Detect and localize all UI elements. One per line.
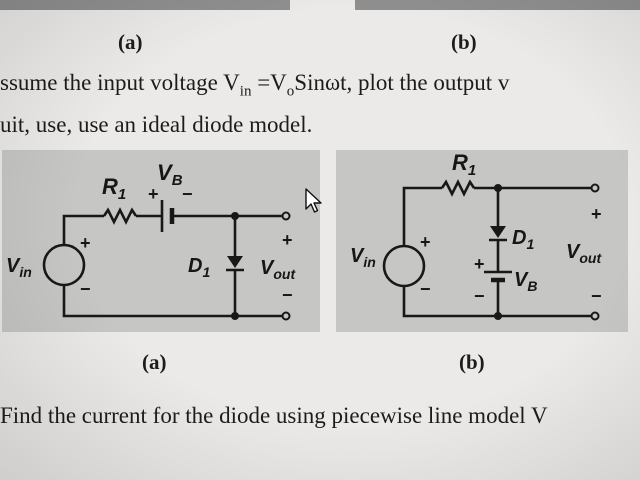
circuit-a-diagram: VB R1 + − + − Vin D1 + Vout − (6, 160, 296, 321)
line1-suffix: Sinωt, plot the output v (294, 70, 510, 95)
circuit-a-vin-label: Vin (6, 255, 32, 280)
caption-bottom-b: (b) (459, 350, 485, 374)
circuit-b-vb-plus: + (474, 254, 485, 274)
circuit-b-node-bottom (494, 312, 502, 320)
circuit-a-figure: VB R1 + − + − Vin D1 + Vout − (2, 150, 320, 332)
circuit-b-vout-label: Vout (566, 241, 602, 266)
circuit-a-vin-source (42, 243, 86, 287)
circuit-a-bottom-wire (62, 285, 283, 318)
caption-top-a: (a) (118, 30, 143, 54)
circuit-a-d1-diode-body (227, 256, 243, 268)
circuit-a-r1-label: R1 (102, 174, 126, 203)
circuit-b-vin-label: Vin (350, 245, 376, 270)
circuit-a-node-bottom (231, 312, 239, 320)
circuit-b-vb-label: VB (514, 269, 537, 294)
circuit-b-terminal-bottom (590, 311, 600, 321)
previous-figure-b-edge (355, 0, 640, 10)
circuit-b-diagram: R1 + − Vin D1 + − VB + Vout − (350, 150, 602, 321)
circuit-b-vin-plus: + (420, 232, 431, 252)
line1-sub-o: o (286, 83, 295, 100)
circuit-a-d1-label: D1 (188, 255, 210, 280)
caption-top-b: (b) (451, 30, 477, 54)
circuit-b-vout-plus: + (591, 204, 602, 224)
circuit-b-bottom-wire (402, 286, 592, 318)
circuit-a-vout-minus: − (282, 285, 293, 305)
circuit-a-vin-minus: − (80, 279, 91, 299)
paragraph-line-1: ssume the input voltage Vin =VoSinωt, pl… (0, 70, 509, 101)
circuit-b-figure: R1 + − Vin D1 + − VB + Vout − (336, 150, 628, 332)
circuit-a-vb-plus: + (148, 184, 159, 204)
line1-prefix: ssume the input voltage V (0, 70, 240, 95)
circuit-b-d1-diode-body (490, 226, 506, 238)
caption-bottom-a: (a) (142, 350, 167, 374)
circuit-a-vb-minus: − (182, 184, 193, 204)
circuit-a-terminal-top (281, 211, 291, 221)
circuit-b-r1-resistor (440, 179, 476, 197)
circuit-a-r1-resistor (102, 207, 138, 225)
circuit-b-vin-minus: − (420, 279, 431, 299)
circuit-a-terminal-bottom (281, 311, 291, 321)
circuit-a-vout-label: Vout (260, 257, 296, 282)
mouse-cursor-icon (305, 188, 322, 213)
paragraph-line-2: uit, use, use an ideal diode model. (0, 112, 313, 137)
circuit-b-vin-source (382, 244, 426, 288)
circuit-a-vb-label: VB (157, 160, 183, 189)
circuit-b-vb-minus: − (474, 286, 485, 306)
circuit-b-r1-label: R1 (452, 150, 476, 179)
previous-figure-a-edge (0, 0, 290, 10)
paragraph-bottom-line: Find the current for the diode using pie… (0, 403, 548, 428)
circuit-a-vin-plus: + (80, 233, 91, 253)
circuit-b-vout-minus: − (591, 286, 602, 306)
circuit-a-vout-plus: + (282, 230, 293, 250)
circuit-b-terminal-top (590, 183, 600, 193)
line1-sub-in: in (239, 83, 252, 100)
circuit-a-top-left-wire (62, 214, 104, 245)
circuit-b-d1-label: D1 (512, 227, 534, 252)
line1-eq: =V (251, 70, 287, 95)
circuit-b-left-wire (402, 186, 442, 246)
